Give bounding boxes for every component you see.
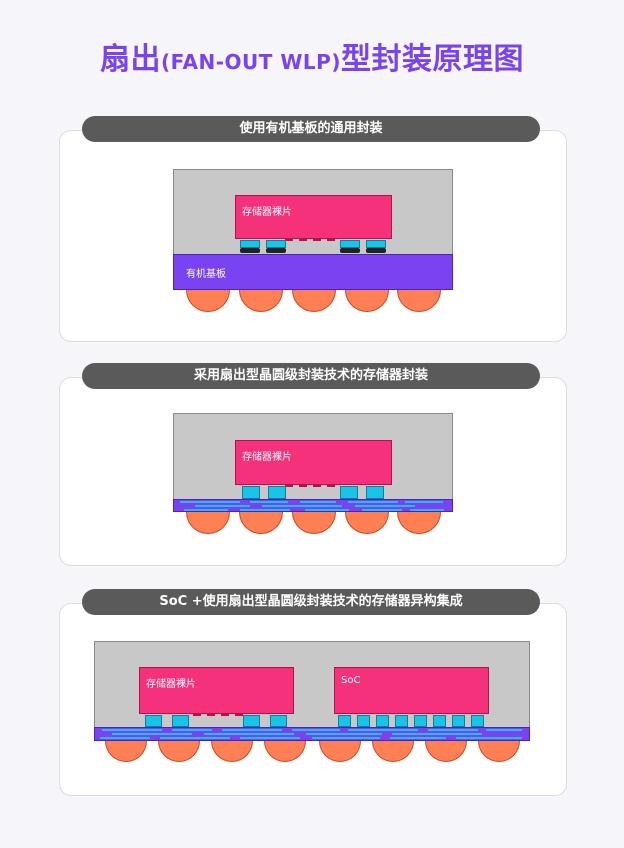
section-1-heading: 使用有机基板的通用封装 xyxy=(82,116,540,142)
page-title: 扇出(FAN-OUT WLP)型封装原理图 xyxy=(0,34,624,78)
memory-die: 存储器裸片 xyxy=(139,667,294,714)
section-3-heading: SoC +使用扇出型晶圆级封装技术的存储器异构集成 xyxy=(82,589,540,615)
section-2-heading: 采用扇出型晶圆级封装技术的存储器封装 xyxy=(82,363,540,389)
memory-die: 存储器裸片 xyxy=(235,195,392,239)
memory-die: 存储器裸片 xyxy=(235,440,392,485)
title-en: (FAN-OUT WLP) xyxy=(161,50,341,74)
title-suffix: 型封装原理图 xyxy=(340,42,524,77)
organic-substrate: 有机基板 xyxy=(173,254,453,290)
soc-die: SoC xyxy=(334,667,489,714)
title-prefix: 扇出 xyxy=(100,42,161,77)
